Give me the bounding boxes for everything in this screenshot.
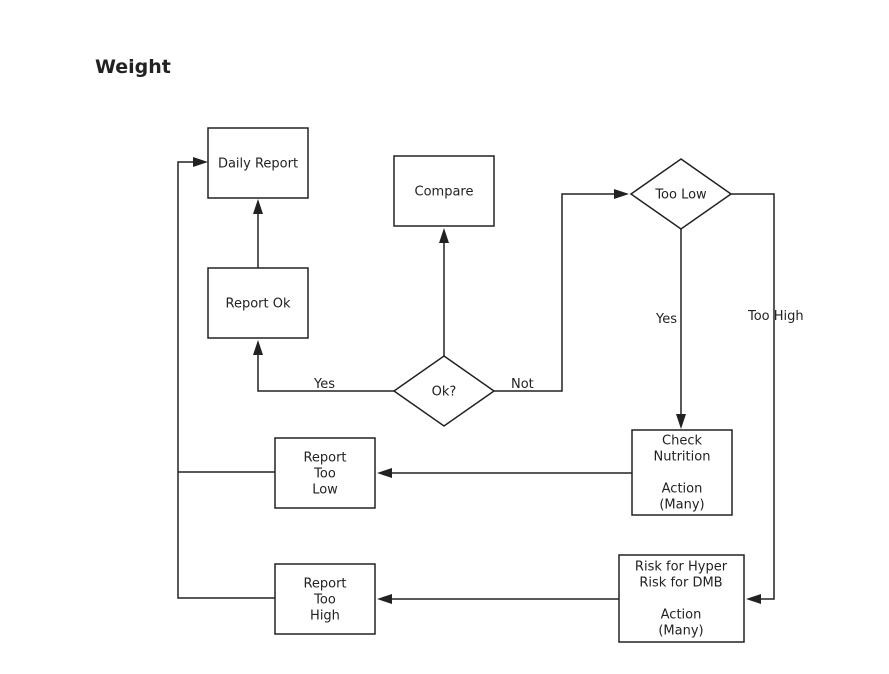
node-label-line: Risk for Hyper [635, 560, 728, 575]
node-label-line: Too Low [654, 188, 707, 203]
node-daily-report-label: Daily Report [218, 157, 298, 172]
edge-ok-reportok [257, 353, 394, 392]
node-ok-label: Ok? [432, 385, 457, 400]
arrowhead [253, 340, 263, 355]
node-label-line: (Many) [658, 624, 703, 639]
node-label-line: Compare [415, 185, 474, 200]
node-label-line: Action [661, 608, 702, 623]
node-too-low-label: Too Low [654, 188, 707, 203]
node-too-low-decision[interactable]: Too Low [629, 158, 733, 230]
edge-toolow-risk [731, 193, 775, 600]
node-label-line: Too [313, 467, 336, 482]
arrowhead [253, 199, 263, 214]
edge-reports-dailyreport [177, 161, 275, 599]
node-label-line: Report [303, 451, 346, 466]
node-compare[interactable]: Compare [393, 155, 495, 227]
node-label-line: Check [662, 434, 702, 449]
node-daily-report[interactable]: Daily Report [207, 127, 309, 199]
arrowhead [614, 189, 629, 199]
edges [177, 157, 775, 604]
edge-ok-toolow [494, 193, 616, 392]
node-label-line: Report [303, 577, 346, 592]
node-label-line: Low [312, 483, 338, 498]
diagram-title: Weight [95, 56, 171, 78]
node-report-ok[interactable]: Report Ok [207, 267, 309, 339]
arrowhead [439, 228, 449, 243]
edge-labels: Yes Not Yes Too High [313, 309, 804, 392]
arrowhead [193, 157, 208, 167]
node-label-line: Risk for DMB [639, 576, 722, 591]
node-label-line: (Many) [659, 498, 704, 513]
node-label-line: Report Ok [226, 297, 291, 312]
node-label-line: Daily Report [218, 157, 298, 172]
edge-label-yes-ok: Yes [313, 377, 335, 392]
edge-label-too-high: Too High [747, 309, 804, 324]
arrowhead [377, 594, 392, 604]
node-report-ok-label: Report Ok [226, 297, 291, 312]
node-label-line: Nutrition [654, 450, 711, 465]
node-label-line: Action [662, 482, 703, 497]
node-label-line: Too [313, 593, 336, 608]
node-label-line: High [310, 609, 340, 624]
node-ok-decision[interactable]: Ok? [392, 355, 496, 427]
edge-label-not: Not [511, 377, 534, 392]
node-label-line: Ok? [432, 385, 457, 400]
arrowhead [746, 594, 761, 604]
edge-label-yes-low: Yes [655, 312, 677, 327]
node-compare-label: Compare [415, 185, 474, 200]
arrowhead [377, 468, 392, 478]
arrowhead [676, 414, 686, 429]
